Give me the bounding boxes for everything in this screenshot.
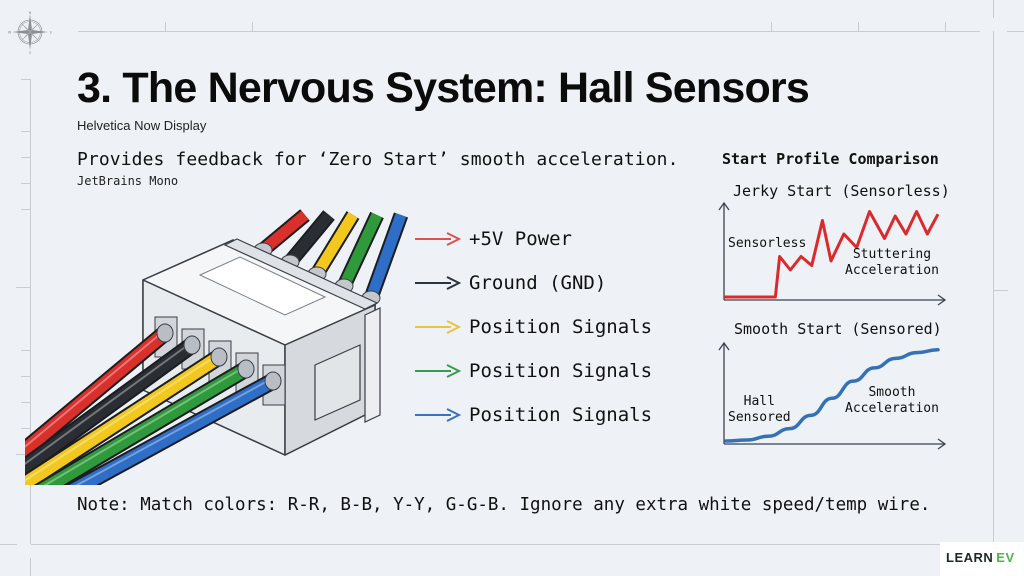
- smooth-right-label: Smooth Acceleration: [845, 385, 939, 417]
- compass-label-n: N: [29, 11, 32, 15]
- legend-label: +5V Power: [469, 228, 572, 250]
- frame-left-tick: [21, 428, 30, 429]
- wire-red-rear: [259, 210, 309, 255]
- arrow-right-icon: [415, 276, 462, 290]
- wire-yellow-rear: [312, 212, 358, 277]
- frame-left-tick: [21, 376, 30, 377]
- legend-item-signal-blue: Position Signals: [413, 400, 673, 430]
- wires-front: [25, 323, 282, 485]
- logo-learn-text: LEARN: [946, 550, 994, 565]
- compass-rose-icon: N E S W: [8, 11, 52, 54]
- frame-left-tick: [21, 350, 30, 351]
- legend-item-ground: Ground (GND): [413, 268, 673, 298]
- jerky-left-label: Sensorless: [728, 236, 807, 251]
- y-axis-arrow: [718, 201, 730, 211]
- frame-right-line: [993, 31, 994, 555]
- wire-highlight: [25, 353, 220, 482]
- compass-label-w: W: [8, 31, 12, 35]
- smooth-right-label-line2: Acceleration: [845, 401, 939, 416]
- frame-right-mid-tick: [994, 290, 1008, 291]
- wire-ferrule: [264, 371, 282, 391]
- jerky-series-line: [724, 210, 940, 299]
- wire-ferrule: [237, 359, 255, 379]
- frame-left-tick: [21, 131, 30, 132]
- wire-black-rear: [285, 211, 334, 266]
- legend-label: Position Signals: [469, 404, 653, 426]
- frame-left-tick: [16, 454, 30, 455]
- page-title: 3. The Nervous System: Hall Sensors: [77, 64, 810, 112]
- comparison-title: Start Profile Comparison: [722, 150, 939, 168]
- frame-left-tick: [21, 402, 30, 403]
- legend-item-power: +5V Power: [413, 224, 673, 254]
- smooth-graph-title: Smooth Start (Sensored): [734, 320, 942, 338]
- frame-bottom-line: [31, 544, 993, 545]
- footer-note: Note: Match colors: R-R, B-B, Y-Y, G-G-B…: [77, 495, 931, 515]
- logo-ev-text: EV: [996, 550, 1015, 565]
- subtitle: Provides feedback for ‘Zero Start’ smoot…: [77, 149, 679, 170]
- wire-ferrule: [183, 335, 201, 355]
- frame-right-outer-line: [1007, 31, 1024, 32]
- wire-blue-rear: [365, 213, 407, 300]
- title-font-note: Helvetica Now Display: [77, 118, 207, 133]
- smooth-left-label-line1: Hall: [743, 394, 775, 409]
- jerky-graph-title: Jerky Start (Sensorless): [733, 182, 950, 200]
- compass-label-e: E: [50, 31, 52, 35]
- smooth-left-label: Hall Sensored: [728, 394, 791, 426]
- wire-red: [25, 328, 170, 459]
- frame-left-line: [30, 79, 31, 544]
- y-axis-arrow: [718, 341, 730, 351]
- arrow-right-icon: [415, 408, 462, 422]
- wire-yellow: [25, 351, 223, 485]
- legend-label: Ground (GND): [469, 272, 607, 294]
- legend-label: Position Signals: [469, 360, 653, 382]
- frame-left-tick: [21, 79, 30, 80]
- frame-tick: [858, 22, 859, 32]
- frame-bottom-left-tick: [0, 544, 17, 545]
- wire-highlight: [25, 341, 193, 465]
- jerky-right-label: Stuttering Acceleration: [845, 247, 939, 279]
- arrow-right-icon: [415, 232, 462, 246]
- wire-black: [25, 339, 196, 475]
- jerky-start-graph: [718, 201, 947, 306]
- legend-label: Position Signals: [469, 316, 653, 338]
- smooth-series-line: [724, 348, 940, 443]
- frame-top-line: [78, 31, 980, 32]
- smooth-left-label-line2: Sensored: [728, 410, 791, 425]
- wire-highlight: [75, 377, 274, 485]
- frame-tick: [252, 22, 253, 32]
- wire-ferrule: [156, 323, 174, 343]
- frame-bottom-left-vtick: [30, 558, 31, 576]
- wire-green: [37, 363, 250, 485]
- frame-tick: [771, 22, 772, 32]
- wire-highlight: [43, 365, 247, 485]
- smooth-right-label-line1: Smooth: [868, 385, 916, 400]
- wire-blue: [69, 375, 277, 485]
- arrow-right-icon: [415, 320, 462, 334]
- jerky-right-label-line2: Acceleration: [845, 263, 939, 278]
- wire-green-rear: [339, 212, 382, 289]
- wire-ferrule: [210, 347, 228, 367]
- x-axis-arrow: [937, 294, 947, 306]
- hall-sensor-connector-illustration: [25, 209, 409, 485]
- frame-left-tick: [21, 209, 30, 210]
- arrow-right-icon: [415, 364, 462, 378]
- jerky-right-label-line1: Stuttering: [852, 247, 932, 262]
- frame-tick: [165, 22, 166, 32]
- frame-left-tick: [16, 287, 30, 288]
- compass-label-s: S: [29, 51, 32, 54]
- frame-left-tick: [21, 157, 30, 158]
- smooth-start-graph: [718, 341, 947, 450]
- subtitle-font-note: JetBrains Mono: [77, 174, 179, 188]
- frame-left-tick: [21, 183, 30, 184]
- legend-item-signal-green: Position Signals: [413, 356, 673, 386]
- frame-tick: [945, 22, 946, 32]
- frame-right-top-tick: [993, 0, 994, 18]
- legend-item-signal-yellow: Position Signals: [413, 312, 673, 342]
- wire-highlight: [25, 329, 166, 448]
- x-axis-arrow: [937, 438, 947, 450]
